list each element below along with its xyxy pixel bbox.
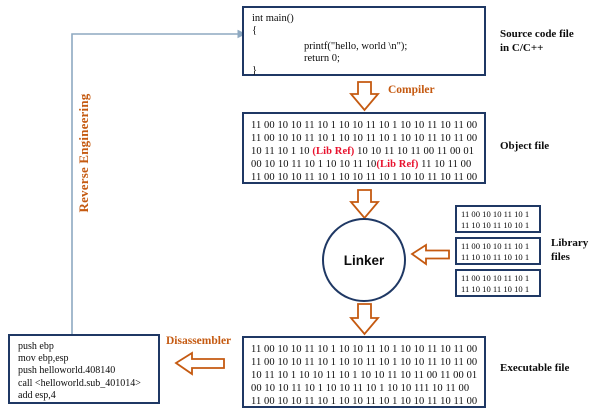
source-line-4: return 0; [304, 53, 340, 64]
source-line-3: printf("hello, world \n"); [304, 41, 408, 52]
library-line: 11 00 10 10 11 10 1 [461, 241, 530, 251]
object-to-linker-down-arrow-icon [349, 189, 380, 220]
object-binary-line: 00 10 10 11 10 1 10 10 11 10(Lib Ref) 11… [251, 158, 479, 171]
binary-run: 11 00 10 10 11 10 1 10 10 11 10 1 10 10 … [251, 133, 478, 144]
binary-run: 11 00 10 10 11 10 1 10 10 11 10 1 10 10 … [251, 120, 478, 131]
linker-to-executable-down-arrow-icon [349, 303, 380, 336]
linker-label: Linker [343, 252, 385, 268]
binary-run: 00 10 10 11 10 1 10 10 11 10 [251, 159, 377, 170]
library-file-box-2: 11 00 10 10 11 10 1 11 10 10 11 10 10 1 [455, 237, 541, 265]
binary-run: 10 11 10 1 10 [251, 146, 313, 157]
source-line-5: } [252, 65, 258, 76]
object-file-label: Object file [500, 140, 550, 152]
binary-run: 11 10 11 00 [418, 159, 472, 170]
object-file-binary: 11 00 10 10 11 10 1 10 10 11 10 1 10 10 … [251, 119, 479, 184]
executable-file-box: 11 00 10 10 11 10 1 10 10 11 10 1 10 10 … [242, 336, 486, 408]
object-binary-line: 11 00 10 10 11 10 1 10 10 11 10 1 10 10 … [251, 132, 479, 145]
binary-run: 10 10 11 10 11 00 11 00 01 [354, 146, 475, 157]
lib-ref-token: (Lib Ref) [376, 159, 419, 170]
executable-file-label: Executable file [500, 362, 570, 374]
compiler-down-arrow-icon [349, 81, 380, 112]
source-line-1: int main() [252, 13, 294, 24]
binary-run: 11 00 10 10 11 10 1 10 10 11 10 1 10 10 … [251, 172, 478, 183]
source-line-2: { [252, 25, 258, 36]
object-binary-line: 10 11 10 1 10 (Lib Ref) 10 10 11 10 11 0… [251, 145, 479, 158]
library-binary-2: 11 00 10 10 11 10 1 11 10 10 11 10 10 1 [461, 241, 529, 263]
assembly-line: push helloworld.408140 [18, 365, 116, 377]
source-code-file-label: Source code file in C/C++ [500, 28, 574, 54]
library-binary-1: 11 00 10 10 11 10 1 11 10 10 11 10 10 1 [461, 209, 529, 231]
assembly-line: push ebp [18, 341, 54, 352]
executable-file-binary: 11 00 10 10 11 10 1 10 10 11 10 1 10 10 … [251, 343, 479, 408]
assembly-line: mov ebp,esp [18, 353, 69, 365]
library-line: 11 10 10 11 10 10 1 [461, 220, 530, 230]
assembly-line: call <helloworld.sub_401014> [18, 377, 141, 389]
executable-binary-line: 11 00 10 10 11 10 1 10 10 11 10 1 10 10 … [251, 396, 478, 407]
library-file-box-3: 11 00 10 10 11 10 1 11 10 10 11 10 10 1 [455, 269, 541, 297]
reverse-engineering-connector [71, 29, 247, 334]
linker-node: Linker [322, 218, 406, 302]
executable-binary-line: 00 10 10 11 10 1 10 10 11 10 1 10 10 111… [251, 383, 470, 394]
reverse-engineering-label: Reverse Engineering [76, 93, 91, 213]
executable-binary-line: 11 00 10 10 11 10 1 10 10 11 10 1 10 10 … [251, 357, 478, 368]
assembly-line: add esp,4 [18, 389, 56, 401]
library-file-box-1: 11 00 10 10 11 10 1 11 10 10 11 10 10 1 [455, 205, 541, 233]
library-line: 11 10 10 11 10 10 1 [461, 284, 530, 294]
object-binary-line: 11 00 10 10 11 10 1 10 10 11 10 1 10 10 … [251, 171, 479, 184]
lib-ref-token: (Lib Ref) [312, 146, 355, 157]
library-binary-3: 11 00 10 10 11 10 1 11 10 10 11 10 10 1 [461, 273, 529, 295]
library-line: 11 00 10 10 11 10 1 [461, 209, 530, 219]
compiler-label: Compiler [388, 84, 435, 96]
library-files-label: Library files [551, 237, 589, 263]
source-code-box: int main() { printf("hello, world \n"); … [242, 6, 486, 76]
disassembler-left-arrow-icon [174, 351, 225, 376]
library-line: 11 10 10 11 10 10 1 [461, 252, 530, 262]
library-line: 11 00 10 10 11 10 1 [461, 273, 530, 283]
disassembler-label: Disassembler [166, 335, 232, 347]
executable-binary-line: 10 11 10 1 10 10 11 10 1 10 10 11 10 11 … [251, 370, 478, 381]
library-to-linker-left-arrow-icon [410, 243, 450, 266]
object-binary-line: 11 00 10 10 11 10 1 10 10 11 10 1 10 10 … [251, 119, 479, 132]
object-file-box: 11 00 10 10 11 10 1 10 10 11 10 1 10 10 … [242, 112, 486, 184]
executable-binary-line: 11 00 10 10 11 10 1 10 10 11 10 1 10 10 … [251, 344, 478, 355]
